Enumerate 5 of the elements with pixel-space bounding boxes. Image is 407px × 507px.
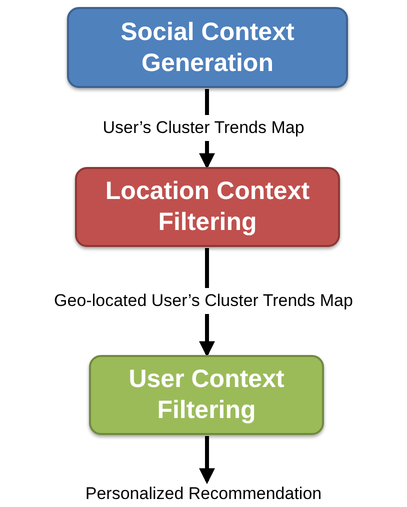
output-text: Personalized Recommendation	[30, 482, 377, 506]
process-box: User Context Filtering	[89, 355, 324, 435]
process-box: Social Context Generation	[67, 7, 348, 88]
arrow	[199, 436, 215, 484]
process-box: Location Context Filtering	[75, 167, 340, 247]
